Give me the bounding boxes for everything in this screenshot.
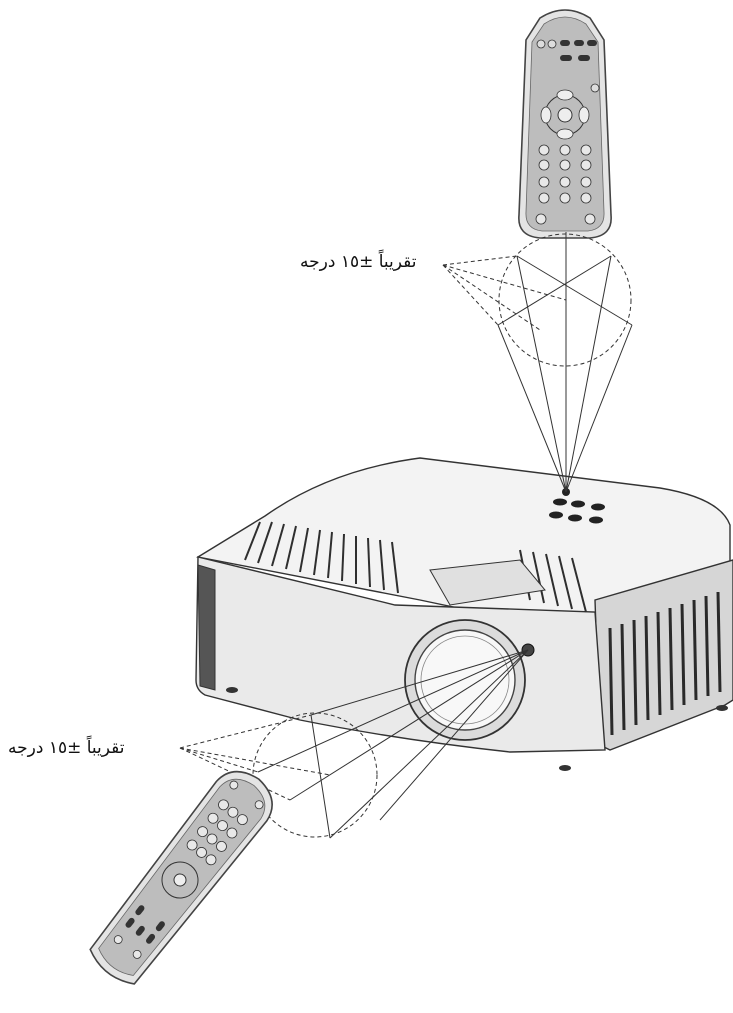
- top-angle-circle: [498, 233, 632, 367]
- top-signal-beams: [497, 232, 633, 493]
- projector: [195, 457, 733, 771]
- bottom-remote-control: [89, 770, 273, 985]
- top-angle-pointers: [442, 255, 567, 331]
- top-remote-control: [518, 9, 612, 239]
- bottom-angle-circle: [252, 712, 378, 838]
- angle-label-top: تقريباً ±١٥ درجه: [300, 252, 417, 272]
- bottom-angle-pointers: [179, 714, 331, 801]
- angle-label-bottom: تقريباً ±١٥ درجه: [8, 738, 125, 758]
- bottom-signal-beams: [257, 649, 529, 839]
